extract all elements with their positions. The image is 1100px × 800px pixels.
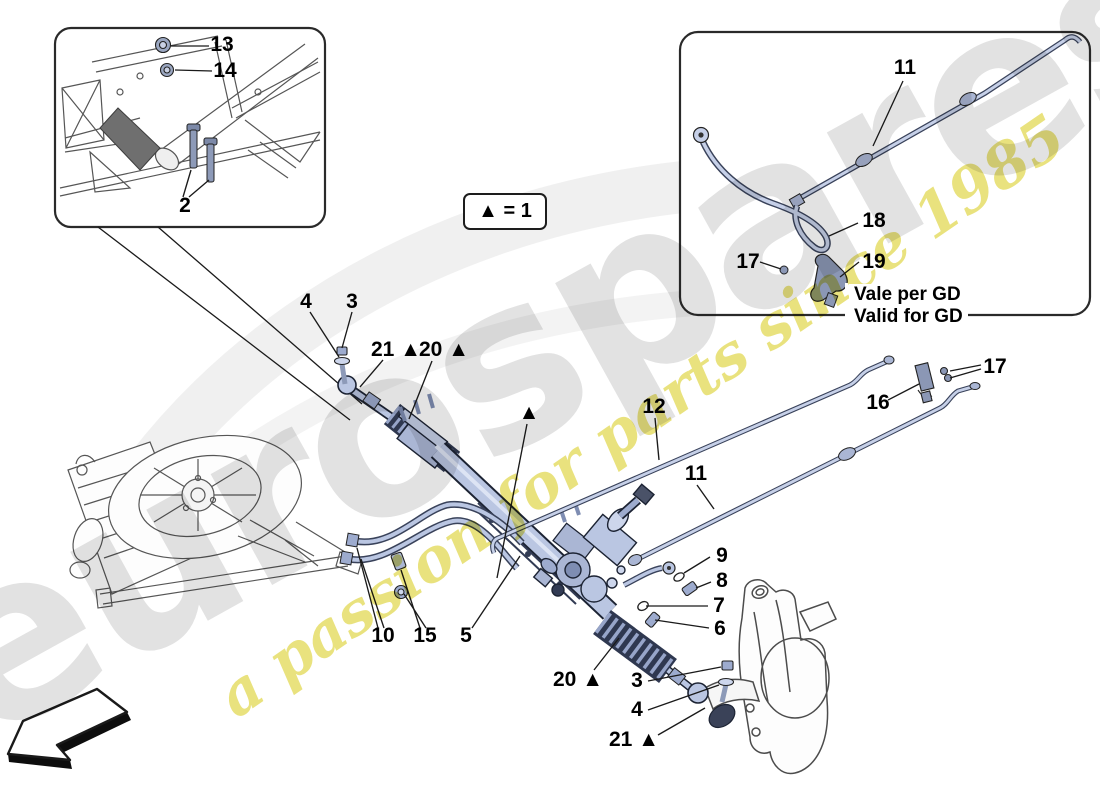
- callout-label: 17: [736, 250, 760, 273]
- gd-clamp-19: [779, 253, 848, 308]
- nut-3-upper: [336, 346, 348, 356]
- callout-label: 12: [642, 395, 666, 418]
- washer-4-upper: [333, 356, 351, 366]
- bolt-17a: [939, 366, 949, 376]
- gd-validity-note: Vale per GD Valid for GD: [849, 284, 968, 328]
- callout-label: 13: [210, 33, 234, 56]
- banjo-bolt-8: [681, 581, 698, 597]
- hydraulic-pipe-12: [490, 355, 895, 554]
- inset-pointer-lines: [97, 226, 363, 421]
- callout-label: 4: [300, 290, 312, 313]
- callout-label: 7: [713, 594, 725, 617]
- pinion-valve-housing: [532, 483, 655, 603]
- tie-rod-end-lower: [667, 660, 736, 729]
- column-boot-hatch: [99, 107, 161, 171]
- chassis-line-art: [59, 35, 321, 197]
- washer-4-lower: [717, 677, 735, 687]
- hose-fitting-10b: [339, 550, 354, 566]
- direction-arrow: [6, 687, 131, 769]
- callout-label: 21 ▲: [371, 338, 421, 361]
- callout-label: 14: [213, 59, 237, 82]
- inset-chassis-detail: [53, 26, 327, 229]
- gd-hose-18: [692, 126, 831, 254]
- callout-label: 20 ▲: [553, 668, 603, 691]
- hose-fitting-10a: [345, 532, 360, 548]
- callout-label: ▲: [518, 401, 540, 424]
- gd-bolt-17: [779, 265, 789, 275]
- callout-label: 15: [413, 624, 437, 647]
- callout-label: 18: [862, 209, 886, 232]
- callout-label: 3: [631, 669, 643, 692]
- seal-ring-7: [637, 600, 649, 612]
- gd-note-line1: Vale per GD: [854, 284, 961, 305]
- callout-label: 11: [684, 462, 708, 485]
- banjo-hose-parts: [622, 561, 698, 628]
- callout-label: 19: [862, 250, 886, 273]
- hydraulic-hoses-left: [339, 500, 525, 571]
- callout-label: 11: [893, 56, 917, 79]
- steering-rack-assembly: [333, 346, 695, 693]
- rack-boot-lower: [593, 609, 677, 684]
- callout-label: 21 ▲: [609, 728, 659, 751]
- gd-leader-lines: [759, 80, 904, 278]
- callout-label: 10: [371, 624, 395, 647]
- chassis-bolts: [186, 123, 218, 183]
- seal-ring-9: [673, 572, 685, 582]
- hydraulic-pipe-11: [627, 382, 981, 566]
- mounting-nuts: [154, 36, 175, 78]
- fitting-6: [644, 611, 661, 628]
- callout-label: 9: [716, 544, 728, 567]
- pipe-clamp-16: [914, 362, 953, 404]
- callout-label: 5: [460, 624, 472, 647]
- callout-label: 3: [346, 290, 358, 313]
- leader-lines: [171, 45, 982, 736]
- nut-3-lower: [721, 660, 734, 671]
- ball-joint-boot: [708, 703, 736, 729]
- callout-label: 20 ▲: [419, 338, 469, 361]
- callout-label: 2: [179, 194, 191, 217]
- callout-label: 6: [714, 617, 726, 640]
- tie-rod-upper: [333, 346, 397, 423]
- callout-label: 4: [631, 698, 643, 721]
- legend-text: ▲ = 1: [478, 200, 532, 222]
- callout-label: 17: [983, 355, 1007, 378]
- radiator-fan-assembly: [67, 434, 363, 609]
- gd-pipe-11: [788, 34, 1083, 210]
- callout-label: 8: [716, 569, 728, 592]
- pipe-union: [838, 447, 856, 461]
- gd-note-line2: Valid for GD: [854, 306, 963, 327]
- callout-label: 16: [866, 391, 890, 414]
- legend-box: ▲ = 1: [463, 193, 547, 230]
- clamp-items-15: [390, 551, 409, 600]
